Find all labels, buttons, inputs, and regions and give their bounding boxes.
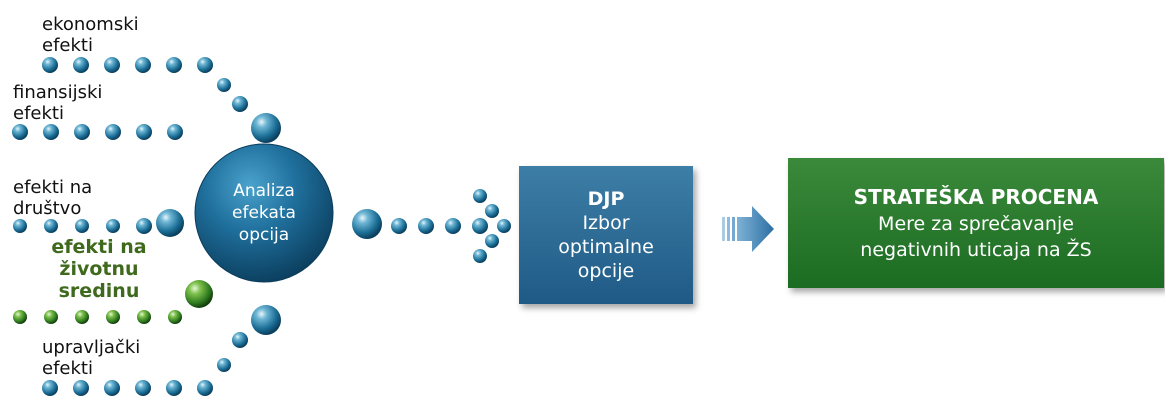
label-financial-effects: finansijski efekti [13,82,103,124]
djp-text: Izbor optimalne opcije [558,212,654,282]
dot [485,204,499,218]
dot [472,218,488,234]
strategic-assessment-box: STRATEŠKA PROCENA Mere za sprečavanje ne… [788,158,1164,288]
dot [217,358,231,372]
dot [168,310,182,324]
strategic-title: STRATEŠKA PROCENA [853,184,1099,209]
dot [13,310,27,324]
analysis-circle-text: Analiza efekata opcija [195,144,333,282]
dot [75,219,89,233]
dot [232,96,248,112]
dot [166,380,182,396]
dot [217,78,231,92]
dot [391,218,407,234]
center-line-2: efekata [232,203,296,223]
label-society-effects: efekti na društvo [13,177,93,219]
dot [251,113,281,143]
dot [473,189,487,203]
dot [104,380,120,396]
dot [497,219,511,233]
society-dot-row [13,209,184,237]
dot [167,124,183,140]
center-line-1: Analiza [233,181,295,201]
dot [185,280,213,308]
dot [418,218,434,234]
environment-dot-row [13,280,213,324]
dot [13,219,27,233]
dot [104,57,120,73]
djp-box: DJP Izbor optimalne opcije [519,166,693,304]
output-dot-row [352,189,511,263]
dot [12,124,28,140]
center-line-3: opcija [238,225,290,245]
financial-dot-row [12,124,183,140]
dot [106,219,120,233]
dot [232,332,248,348]
dot [44,219,58,233]
dot [251,305,281,335]
dot [75,310,89,324]
strategic-text: Mere za sprečavanje negativnih uticaja n… [860,212,1092,261]
dot [473,249,487,263]
dot [42,380,58,396]
dot [135,380,151,396]
dot [44,310,58,324]
djp-title: DJP [587,188,625,210]
label-economic-effects: ekonomski efekti [42,14,139,56]
dot [43,124,59,140]
dot [352,209,382,239]
dot [137,310,151,324]
dot [156,209,184,237]
dot [73,57,89,73]
dot [105,124,121,140]
dot [42,57,58,73]
dot [135,57,151,73]
dot [74,124,90,140]
label-environment-effects: efekti na životnu sredinu [51,236,147,302]
dot [485,234,499,248]
management-dot-row [42,305,281,396]
economic-dot-row [42,57,281,143]
dot [106,310,120,324]
arrow-right-icon [722,206,774,252]
dot [136,218,152,234]
dot [197,57,213,73]
dot [166,57,182,73]
dot [73,380,89,396]
analysis-circle [194,143,334,283]
dot [136,124,152,140]
dot [197,380,213,396]
label-management-effects: upravljački efekti [42,337,141,379]
dot [445,218,461,234]
